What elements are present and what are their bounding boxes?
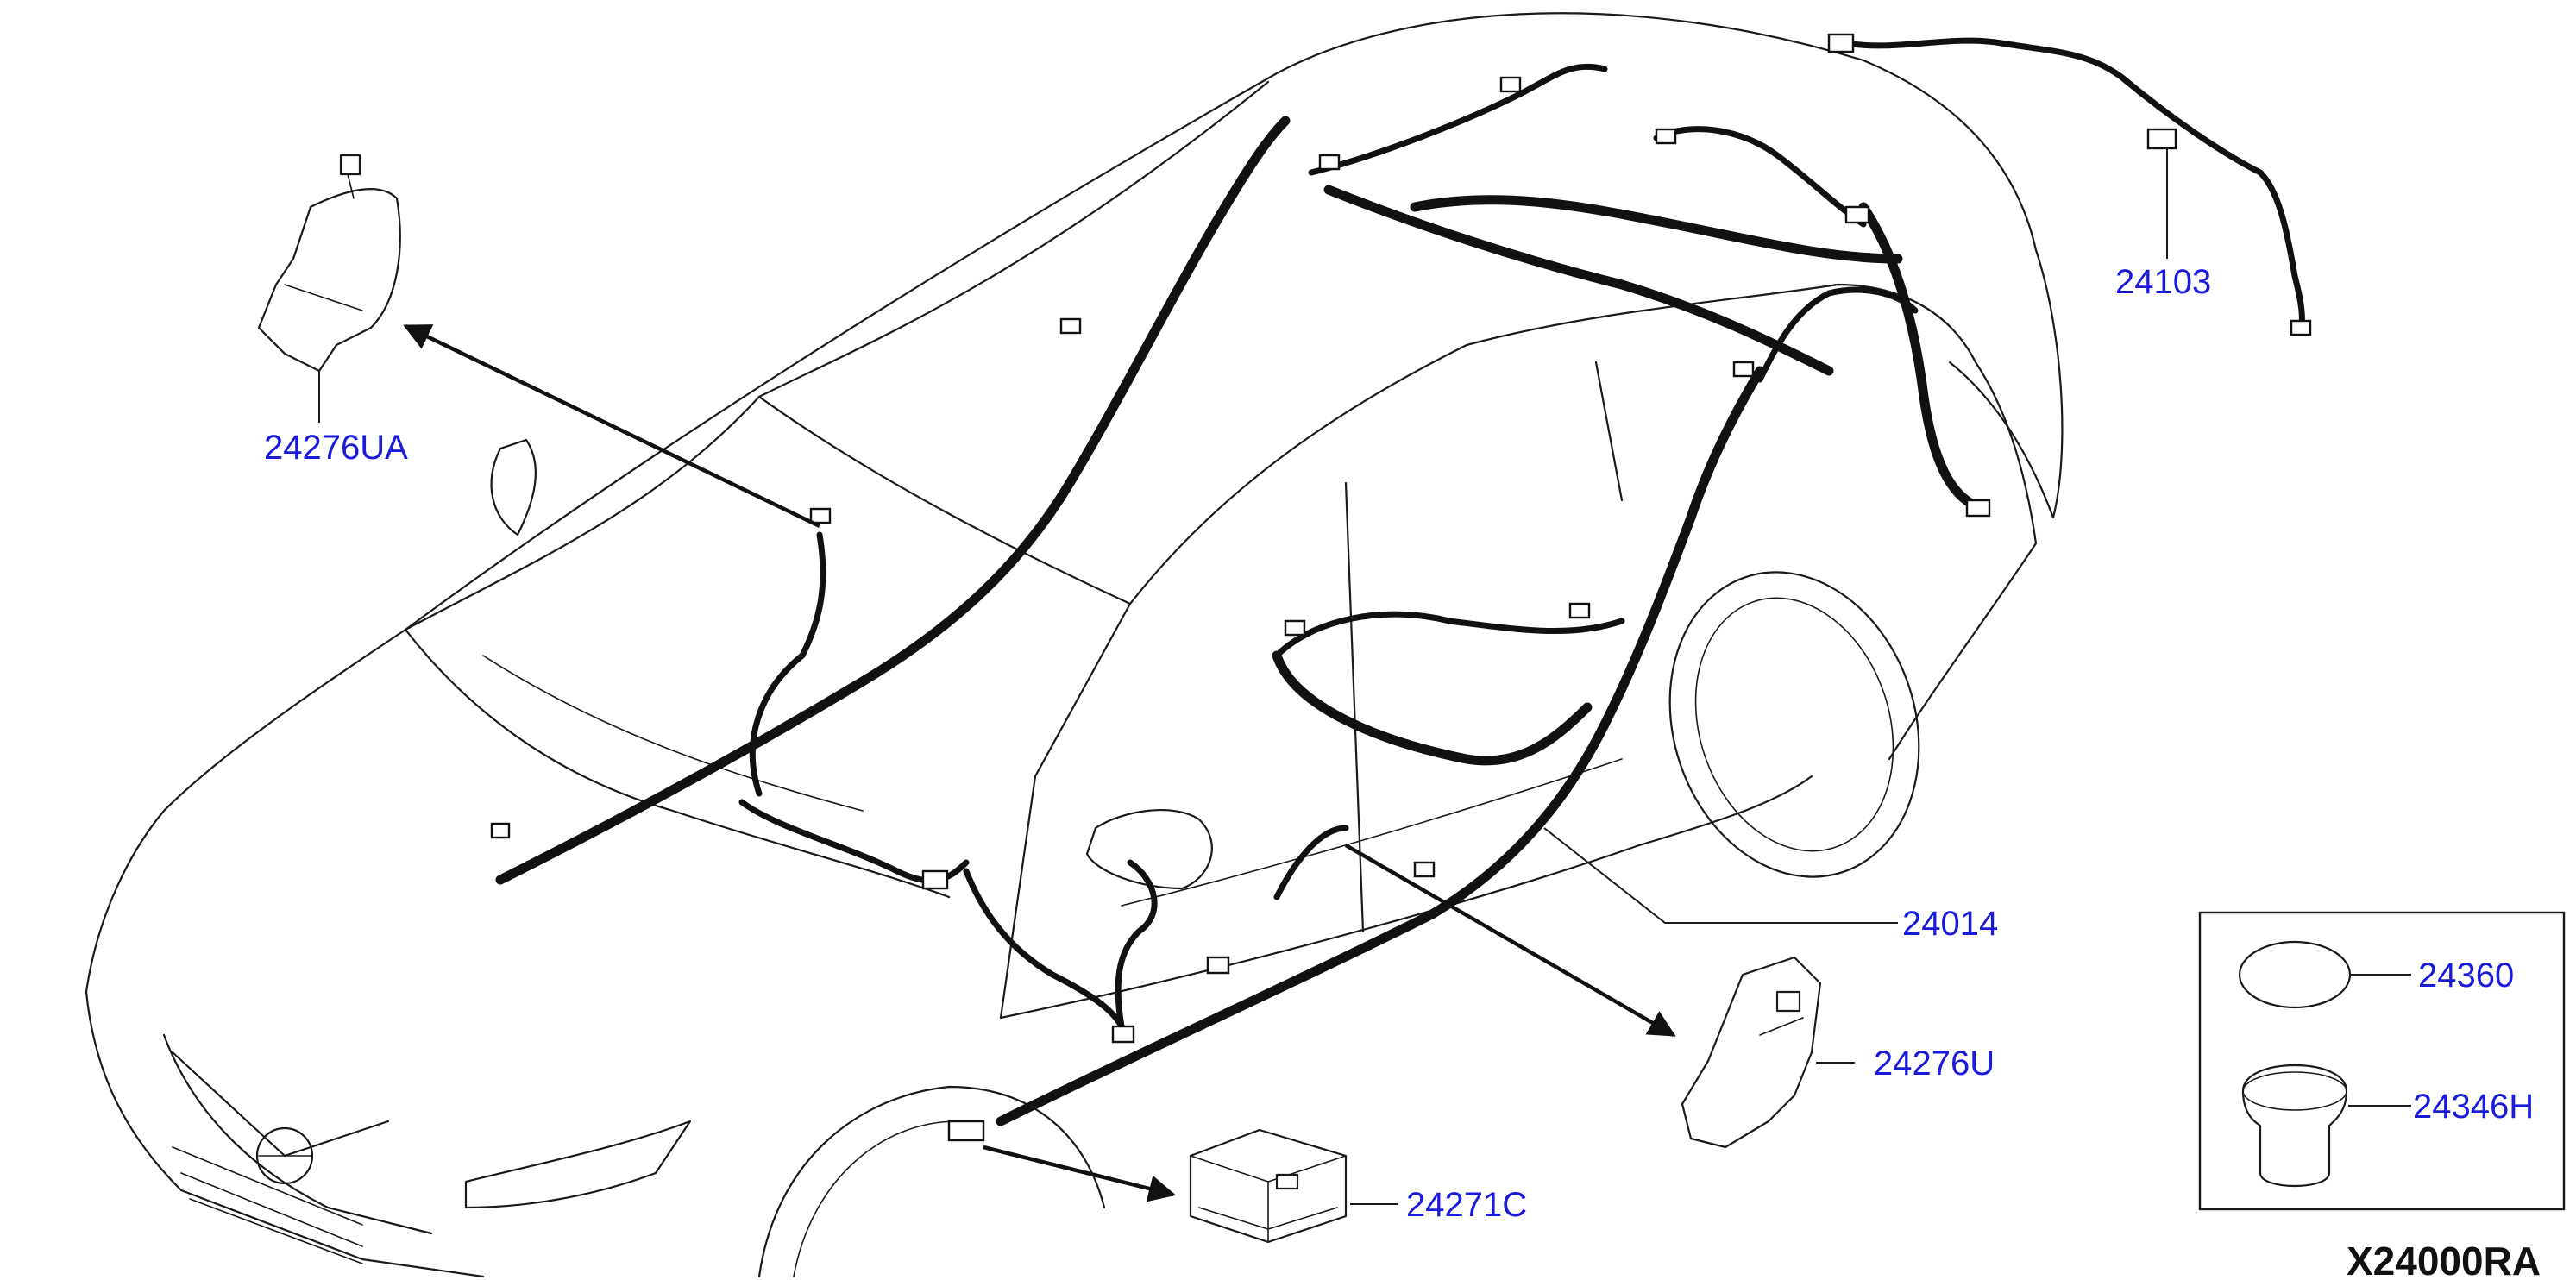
inset-box [2198, 911, 2566, 1211]
arrow-24276U [1344, 844, 1676, 1037]
label-24346H: 24346H [2413, 1088, 2534, 1126]
part-24276UA-bracket [257, 154, 401, 373]
label-24360: 24360 [2418, 957, 2514, 995]
label-24103: 24103 [2115, 263, 2211, 301]
car-body-outline [85, 12, 2064, 1278]
arrow-24276UA [403, 323, 820, 529]
label-24014: 24014 [1902, 905, 1998, 943]
part-24103-harness [1827, 33, 2312, 336]
label-24276UA: 24276UA [264, 429, 408, 467]
label-24271C: 24271C [1406, 1186, 1527, 1224]
part-24271C-relay-box [1189, 1128, 1348, 1244]
part-24276U-bracket [1681, 956, 1822, 1149]
label-24276U: 24276U [1874, 1045, 1995, 1082]
diagram-code: X24000RA [2347, 1239, 2541, 1280]
harness-connectors [490, 76, 1991, 1142]
leader-24014 [1543, 827, 1898, 924]
arrow-24271C [983, 1145, 1177, 1202]
main-wiring-harness [495, 63, 1989, 1126]
